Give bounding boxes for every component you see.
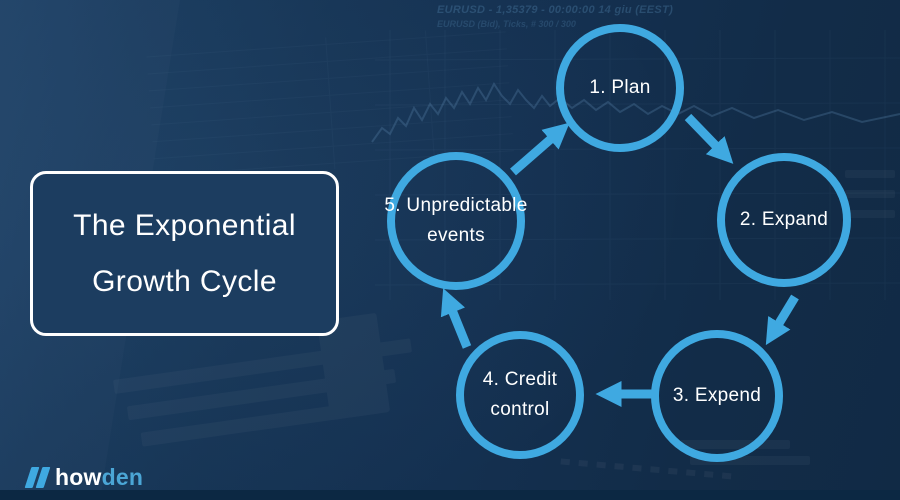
- logo-text-den: den: [101, 463, 144, 490]
- cycle-step-4-label: 4. Credit control: [482, 369, 558, 420]
- cycle-step-4-circle: [456, 331, 584, 459]
- howden-logo: how den: [24, 463, 144, 491]
- arrow-step5-to-step1: [510, 122, 570, 176]
- cycle-step-3-circle: [651, 330, 783, 462]
- cycle-step-3-label: 3. Expend: [672, 385, 762, 406]
- cycle-step-1-label: 1. Plan: [589, 77, 651, 98]
- price-line: [371, 82, 900, 143]
- title-card: The Exponential Growth Cycle: [30, 171, 339, 336]
- cycle-step-1-circle: [556, 24, 684, 152]
- bottom-edge-strip: [0, 490, 900, 500]
- arrow-step2-to-step3: [765, 294, 799, 346]
- tick-marks: [560, 458, 732, 480]
- cycle-step-2-label: 2. Expand: [739, 209, 829, 230]
- cycle-step-5-circle: [387, 152, 525, 290]
- page-title-line2: Growth Cycle: [92, 264, 277, 298]
- cycle-step-5-label: 5. Unpredictable events: [384, 195, 528, 246]
- background-ticker-subtext: EURUSD (Bid), Ticks, # 300 / 300: [437, 19, 576, 29]
- arrow-step4-to-step5: [440, 288, 472, 349]
- arrow-step1-to-step2: [684, 113, 734, 164]
- background-ticker-text: EURUSD - 1,35379 - 00:00:00 14 giu (EEST…: [437, 4, 674, 16]
- logo-text-how: how: [55, 463, 102, 490]
- page-title-line1: The Exponential: [73, 208, 296, 242]
- cycle-step-2-circle: [717, 153, 851, 287]
